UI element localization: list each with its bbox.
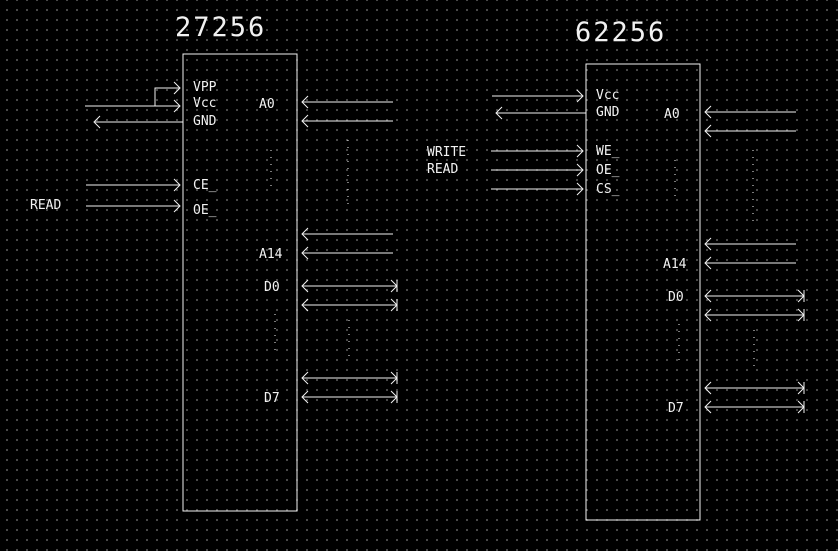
power-input-arrow <box>85 81 181 113</box>
data-bus-arrows <box>301 279 398 404</box>
chip-62256[interactable]: 62256 Vcc GND WE_ OE_ CS_ A0 A14 D0 D7 W… <box>427 17 805 521</box>
pin-label-a14: A14 <box>663 257 687 272</box>
pin-label-d7: D7 <box>668 401 684 416</box>
pin-label-a0: A0 <box>259 97 275 112</box>
gnd-output-arrow <box>93 115 184 129</box>
pin-label-d0: D0 <box>264 280 280 295</box>
signal-label-write: WRITE <box>427 145 466 160</box>
pin-label-vcc: Vcc <box>193 96 216 111</box>
pin-label-vpp: VPP <box>193 80 217 95</box>
chip-title: 62256 <box>575 17 666 48</box>
oe-input-arrow <box>491 163 584 177</box>
chip-body <box>182 53 298 512</box>
gnd-output-arrow <box>495 106 587 120</box>
signal-label-read: READ <box>30 198 61 213</box>
address-bus-arrows <box>704 105 796 270</box>
cs-input-arrow <box>491 182 584 196</box>
pin-label-ce: CE_ <box>193 178 217 193</box>
address-bus-arrows <box>301 95 393 260</box>
pin-label-gnd: GND <box>596 105 620 120</box>
continuation-dots <box>270 140 350 360</box>
data-bus-arrows <box>704 289 805 414</box>
pin-label-vcc: Vcc <box>596 88 619 103</box>
vcc-input-arrow <box>492 89 584 103</box>
continuation-dots <box>674 150 755 370</box>
pin-label-oe: OE_ <box>193 203 217 218</box>
ce-input-arrow <box>86 178 181 192</box>
pin-label-a14: A14 <box>259 247 283 262</box>
pin-label-gnd: GND <box>193 114 217 129</box>
pin-label-a0: A0 <box>664 107 680 122</box>
chip-title: 27256 <box>175 12 266 43</box>
pin-label-we: WE_ <box>596 144 620 159</box>
pin-label-oe: OE_ <box>596 163 620 178</box>
signal-label-read: READ <box>427 162 458 177</box>
pin-label-cs: CS_ <box>596 182 620 197</box>
chip-body <box>585 63 701 521</box>
pin-label-d7: D7 <box>264 391 280 406</box>
oe-input-arrow <box>86 199 181 213</box>
pin-label-d0: D0 <box>668 290 684 305</box>
we-input-arrow <box>491 144 584 158</box>
chip-27256[interactable]: 27256 VPP Vcc GND CE_ OE_ A0 A14 D0 D7 R… <box>30 12 398 512</box>
